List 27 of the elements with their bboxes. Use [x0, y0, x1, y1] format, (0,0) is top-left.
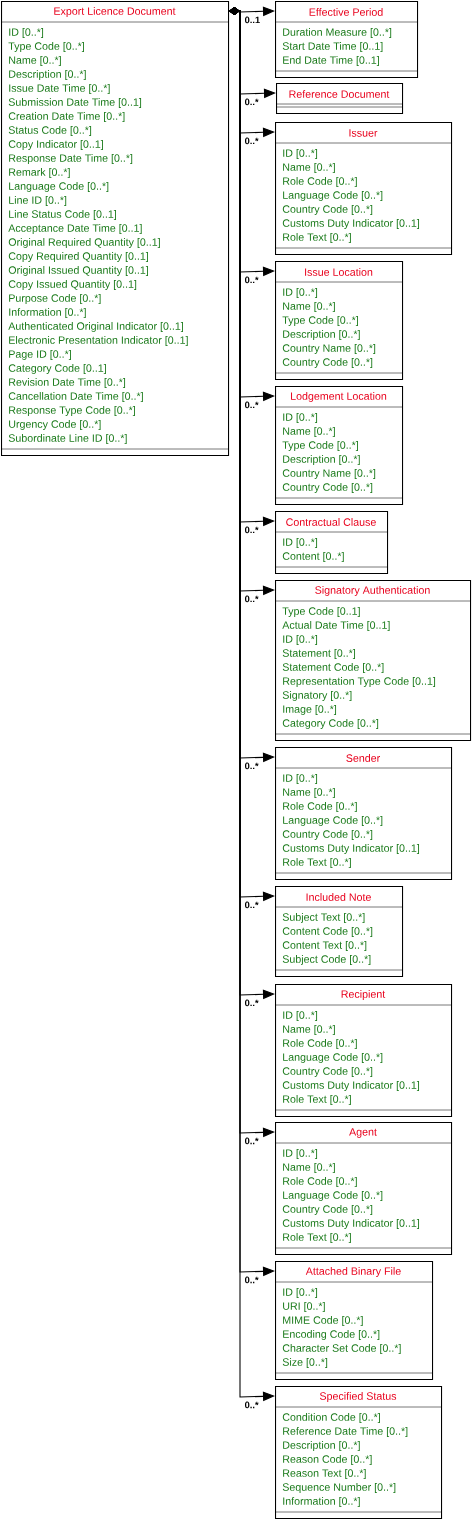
class-box: Lodgement Location ID [0..*] Name [0..*] Type Code [0..*] Description [0..*] Country Name [0..*] Country Code [0..*]	[274, 386, 404, 506]
multiplicity-label: 0..*	[245, 276, 259, 284]
class-box: Contractual Clause ID [0..*] Content [0..*]	[274, 511, 389, 575]
multiplicity-label: 0..*	[245, 137, 259, 145]
multiplicity-label: 0..1	[245, 16, 260, 24]
class-box: Reference Document	[275, 83, 404, 115]
multiplicity-label: 0..*	[245, 595, 259, 603]
class-box: Agent ID [0..*] Name [0..*] Role Code [0..*] Language Code [0..*] Country Code [0..*] Customs Duty Indicator [0..1] Role Text [0..*]	[274, 1122, 453, 1256]
multiplicity-label: 0..*	[245, 1276, 259, 1284]
class-box: Issue Location ID [0..*] Name [0..*] Type Code [0..*] Description [0..*] Country Name [0..*] Country Code [0..*]	[274, 261, 404, 381]
multiplicity-label: 0..*	[245, 526, 259, 534]
multiplicity-label: 0..*	[245, 901, 259, 909]
class-box: Signatory Authentication Type Code [0..1] Actual Date Time [0..1] ID [0..*] Statement [0..*] Statement Code [0..*] Representation Type Code [0..1] Signatory [0..*] Image [0..*] Category Code [0..*]	[274, 580, 472, 742]
class-box: Issuer ID [0..*] Name [0..*] Role Code [0..*] Language Code [0..*] Country Code [0..*] Customs Duty Indicator [0..1] Role Text [0..*]	[274, 122, 453, 256]
multiplicity-label: 0..*	[245, 98, 259, 106]
multiplicity-label: 0..*	[245, 1137, 259, 1145]
multiplicity-label: 0..*	[245, 999, 259, 1007]
class-box: Included Note Subject Text [0..*] Content Code [0..*] Content Text [0..*] Subject Code [0..*]	[274, 886, 404, 978]
multiplicity-label: 0..*	[245, 401, 259, 409]
class-box: Specified Status Condition Code [0..*] Reference Date Time [0..*] Description [0..*] Reason Code [0..*] Reason Text [0..*] Sequence Number [0..*] Information [0..*]	[274, 1386, 443, 1520]
multiplicity-label: 0..*	[245, 762, 259, 770]
class-box: Recipient ID [0..*] Name [0..*] Role Code [0..*] Language Code [0..*] Country Code [0..*] Customs Duty Indicator [0..1] Role Text [0..*]	[274, 984, 453, 1118]
class-box: Attached Binary File ID [0..*] URI [0..*] MIME Code [0..*] Encoding Code [0..*] Character Set Code [0..*] Size [0..*]	[274, 1261, 434, 1381]
class-box: Export Licence Document ID [0..*] Type Code [0..*] Name [0..*] Description [0..*] Issue Date Time [0..*] Submission Date Time [0..1] Creation Date Time [0..*] Status Code [0..*] Copy Indicator [0..1] Response Date Time [0..*] Remark [0..*] Language Code [0..*] Line ID [0..*] Line Status Code [0..1] Acceptance Date Time [0..1] Original Required Quantity [0..1] Copy Required Quantity [0..1] Original Issued Quantity [0..1] Copy Issued Quantity [0..1] Purpose Code [0..*] Information [0..*] Authenticated Original Indicator [0..1] Electronic Presentation Indicator [0..1] Page ID [0..*] Category Code [0..1] Revision Date Time [0..*] Cancellation Date Time [0..*] Response Type Code [0..*] Urgency Code [0..*] Subordinate Line ID [0..*]	[0, 1, 230, 457]
class-box: Effective Period Duration Measure [0..*] Start Date Time [0..1] End Date Time [0..1]	[274, 1, 419, 79]
multiplicity-label: 0..*	[245, 1401, 259, 1409]
class-box: Sender ID [0..*] Name [0..*] Role Code [0..*] Language Code [0..*] Country Code [0..*] Customs Duty Indicator [0..1] Role Text [0..*]	[274, 747, 453, 881]
